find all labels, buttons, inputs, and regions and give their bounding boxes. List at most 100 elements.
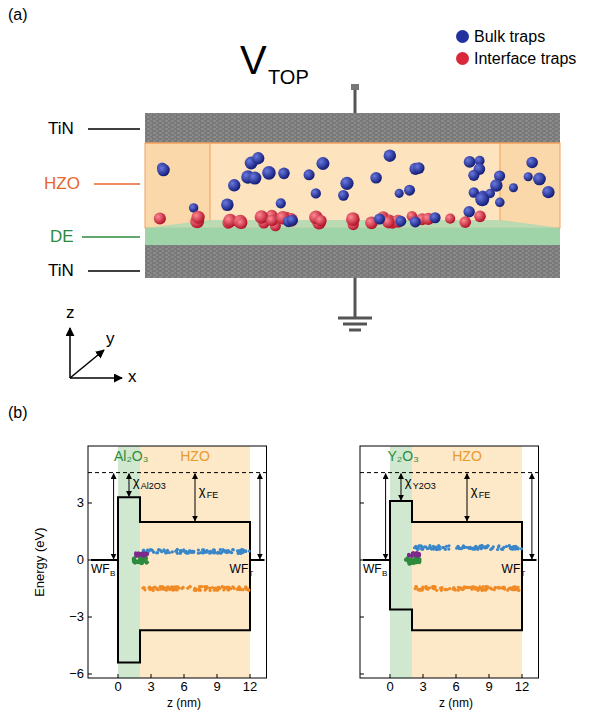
legend-text: Interface traps <box>474 50 576 68</box>
legend-text: Bulk traps <box>474 28 545 46</box>
tick-label: 3 <box>419 680 426 694</box>
interface-trap <box>236 218 247 229</box>
bulk-trap <box>248 172 261 185</box>
bulk-trap <box>395 189 404 198</box>
affinity-symbol: χ <box>199 484 206 498</box>
layer-name: Y₂O₃ <box>388 449 419 464</box>
work-function-subscript: B <box>110 570 115 579</box>
tick-label: −3 <box>69 610 84 624</box>
bulk-trap <box>252 152 264 164</box>
band-diagrams <box>88 446 539 678</box>
tick-label: 0 <box>77 553 84 567</box>
axis-name: z <box>66 304 75 323</box>
bulk-trap <box>276 198 286 208</box>
tick-label: 6 <box>452 680 459 694</box>
tick-label: 9 <box>485 680 492 694</box>
bulk-trap <box>228 179 240 191</box>
layer-name: DE <box>50 228 74 247</box>
bulk-trap <box>395 216 406 227</box>
interface-trap <box>255 210 269 224</box>
bulk-trap <box>495 198 505 208</box>
bulk-trap <box>316 157 329 170</box>
layer-name: Al₂O₃ <box>114 449 148 464</box>
layer-name: HZO <box>452 449 482 464</box>
bulk-trap <box>157 164 170 177</box>
layer-name: HZO <box>44 175 80 194</box>
voltage-subscript: TOP <box>268 66 309 88</box>
tick-label: 3 <box>77 496 84 510</box>
bulk-trap <box>509 183 518 192</box>
interface-trap <box>315 215 326 226</box>
bulk-trap <box>287 215 298 226</box>
affinity-symbol: χ <box>471 484 478 498</box>
tick-label: 0 <box>386 680 393 694</box>
affinity-subscript: FE <box>207 491 219 501</box>
bulk-trap <box>338 190 349 201</box>
affinity-subscript: Al2O3 <box>141 482 166 492</box>
work-function-subscript: T <box>249 570 254 579</box>
bulk-trap <box>278 168 290 180</box>
tick-label: 9 <box>213 680 220 694</box>
tick-label: 0 <box>114 680 121 694</box>
work-function-subscript: T <box>521 570 526 579</box>
work-function: WF <box>230 563 249 576</box>
panel-label: (b) <box>8 404 28 422</box>
bulk-trap <box>490 179 502 191</box>
axis-title: z (nm) <box>439 697 473 710</box>
bulk-trap <box>463 206 474 217</box>
bulk-trap <box>340 177 353 190</box>
tick-label: 12 <box>243 680 257 694</box>
band-diagram <box>360 446 539 678</box>
interface-trap <box>192 211 205 224</box>
axis-name: x <box>128 368 137 387</box>
bulk-trap <box>468 170 479 181</box>
bulk-trap <box>410 216 421 227</box>
layer-name: TiN <box>48 120 74 139</box>
interface-trap <box>445 214 455 224</box>
legend-swatch <box>456 52 469 65</box>
layer-name: TiN <box>48 262 74 281</box>
bulk-trap <box>404 185 415 196</box>
voltage-symbol: V <box>240 38 267 82</box>
bulk-trap <box>524 172 533 181</box>
tick-label: −6 <box>69 667 84 681</box>
bulk-trap <box>542 186 554 198</box>
work-function: WF <box>91 563 110 576</box>
tick-label: 3 <box>147 680 154 694</box>
axis-title: z (nm) <box>167 697 201 710</box>
interface-trap <box>474 210 486 222</box>
interface-trap <box>346 212 360 226</box>
work-function-subscript: B <box>382 570 387 579</box>
interface-trap <box>154 212 166 224</box>
bulk-trap <box>430 212 441 223</box>
layer-leaders <box>82 129 140 271</box>
axis-title: Energy (eV) <box>33 527 47 596</box>
affinity-symbol: χ <box>133 475 140 489</box>
bulk-trap <box>221 198 234 211</box>
bulk-trap <box>464 156 476 168</box>
bulk-trap <box>384 149 396 161</box>
affinity-symbol: χ <box>405 475 412 489</box>
layer-name: HZO <box>180 449 210 464</box>
axes-triad <box>70 328 122 378</box>
affinity-subscript: FE <box>479 491 491 501</box>
capacitor-stack <box>145 84 560 330</box>
bulk-trap <box>311 188 321 198</box>
bulk-trap <box>374 214 385 225</box>
axis-name: y <box>106 330 115 349</box>
bulk-trap <box>533 173 546 186</box>
panel-label: (a) <box>8 6 28 24</box>
band-diagram <box>88 446 267 678</box>
work-function: WF <box>363 563 382 576</box>
bulk-trap <box>526 157 538 169</box>
tick-label: 6 <box>180 680 187 694</box>
bulk-trap <box>413 162 424 173</box>
bulk-trap <box>475 192 489 206</box>
work-function: WF <box>502 563 521 576</box>
interface-trap <box>459 216 471 228</box>
affinity-subscript: Y2O3 <box>413 482 436 492</box>
tick-label: 12 <box>515 680 529 694</box>
bulk-trap <box>304 169 315 180</box>
legend-swatch <box>456 30 469 43</box>
